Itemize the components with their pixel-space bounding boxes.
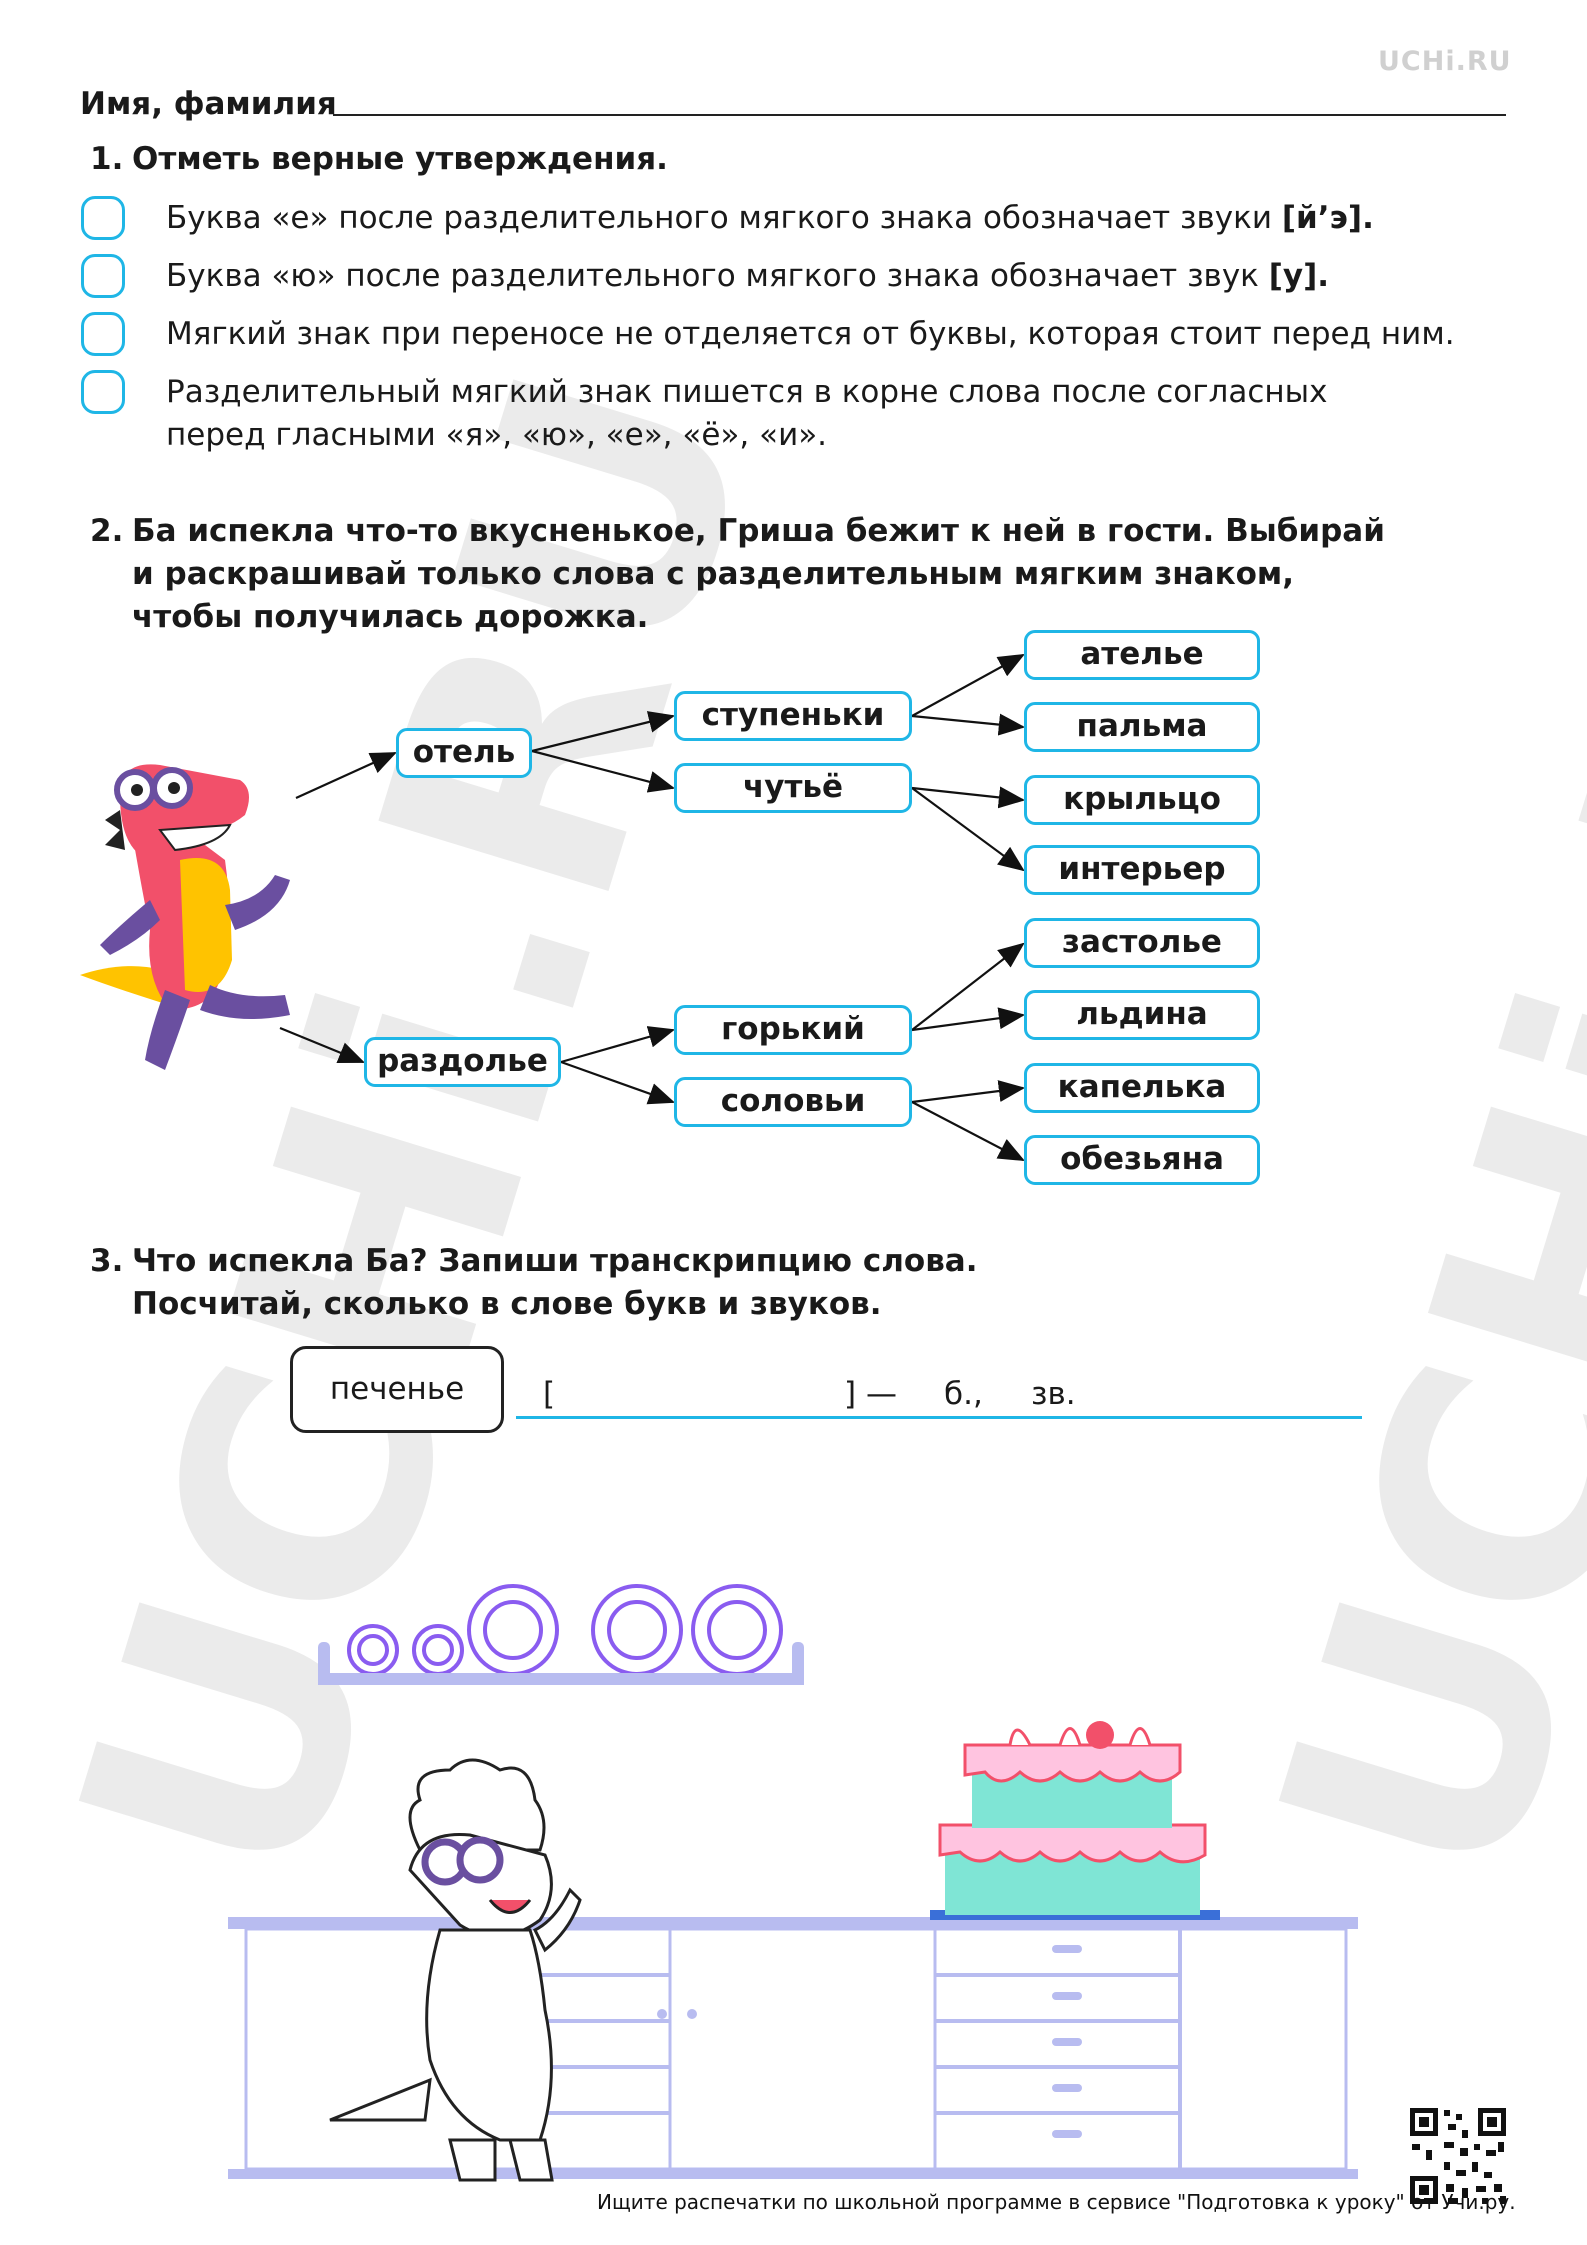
task2-title-line: чтобы получилась дорожка. [132, 599, 649, 635]
word-card: печенье [290, 1346, 504, 1433]
checkbox-4[interactable] [81, 370, 125, 414]
word-box-obezyana[interactable]: обезьяна [1024, 1135, 1260, 1185]
statement-1: Буква «е» после разделительного мягкого … [166, 200, 1374, 236]
transcription-input-line[interactable] [516, 1416, 1362, 1419]
word-box-interyer[interactable]: интерьер [1024, 845, 1260, 895]
bracket-close: ] — [844, 1376, 897, 1412]
brand-logo: UCHi.RU [1378, 46, 1512, 77]
task3-title-line: Что испекла Ба? Запиши транскрипцию слов… [132, 1243, 978, 1279]
task3-title: 3.Что испекла Ба? Запиши транскрипцию сл… [90, 1240, 978, 1326]
checkbox-3[interactable] [81, 312, 125, 356]
word-box-kapelka[interactable]: капелька [1024, 1063, 1260, 1113]
letters-label: б., [944, 1376, 983, 1412]
word-box-atelye[interactable]: ателье [1024, 630, 1260, 680]
checkbox-2[interactable] [81, 254, 125, 298]
task2-title: 2.Ба испекла что-то вкусненькое, Гриша б… [90, 510, 1385, 639]
word-box-palma[interactable]: пальма [1024, 702, 1260, 752]
task2-title-line: Ба испекла что-то вкусненькое, Гриша беж… [132, 513, 1385, 549]
word-box-chutyo[interactable]: чутьё [674, 763, 912, 813]
task3-title-line: Посчитай, сколько в слове букв и звуков. [132, 1286, 882, 1322]
word-box-solovyi[interactable]: соловьи [674, 1077, 912, 1127]
word-box-otel[interactable]: отель [396, 728, 532, 778]
sounds-label: зв. [1031, 1376, 1076, 1412]
name-input-line[interactable] [333, 114, 1506, 116]
statement-4: Разделительный мягкий знак пишется в кор… [166, 374, 1328, 453]
word-box-gorkiy[interactable]: горький [674, 1005, 912, 1055]
bracket-open: [ [543, 1376, 556, 1412]
footer-text: Ищите распечатки по школьной программе в… [597, 2190, 1516, 2214]
word-box-krylco[interactable]: крыльцо [1024, 775, 1260, 825]
word-box-ldina[interactable]: льдина [1024, 990, 1260, 1040]
task3-number: 3. [90, 1243, 124, 1279]
word-box-razdolye[interactable]: раздолье [364, 1037, 561, 1087]
task1-title-text: Отметь верные утверждения. [132, 141, 668, 177]
name-label: Имя, фамилия [80, 86, 337, 122]
statement-2: Буква «ю» после разделительного мягкого … [166, 258, 1330, 294]
task1-number: 1. [90, 141, 124, 177]
statement-3: Мягкий знак при переносе не отделяется о… [166, 316, 1455, 352]
task2-title-line: и раскрашивай только слова с разделитель… [132, 556, 1295, 592]
task1-title: 1.Отметь верные утверждения. [90, 138, 668, 181]
word-box-zastolye[interactable]: застолье [1024, 918, 1260, 968]
task2-number: 2. [90, 513, 124, 549]
checkbox-1[interactable] [81, 196, 125, 240]
word-box-stupenki[interactable]: ступеньки [674, 691, 912, 741]
